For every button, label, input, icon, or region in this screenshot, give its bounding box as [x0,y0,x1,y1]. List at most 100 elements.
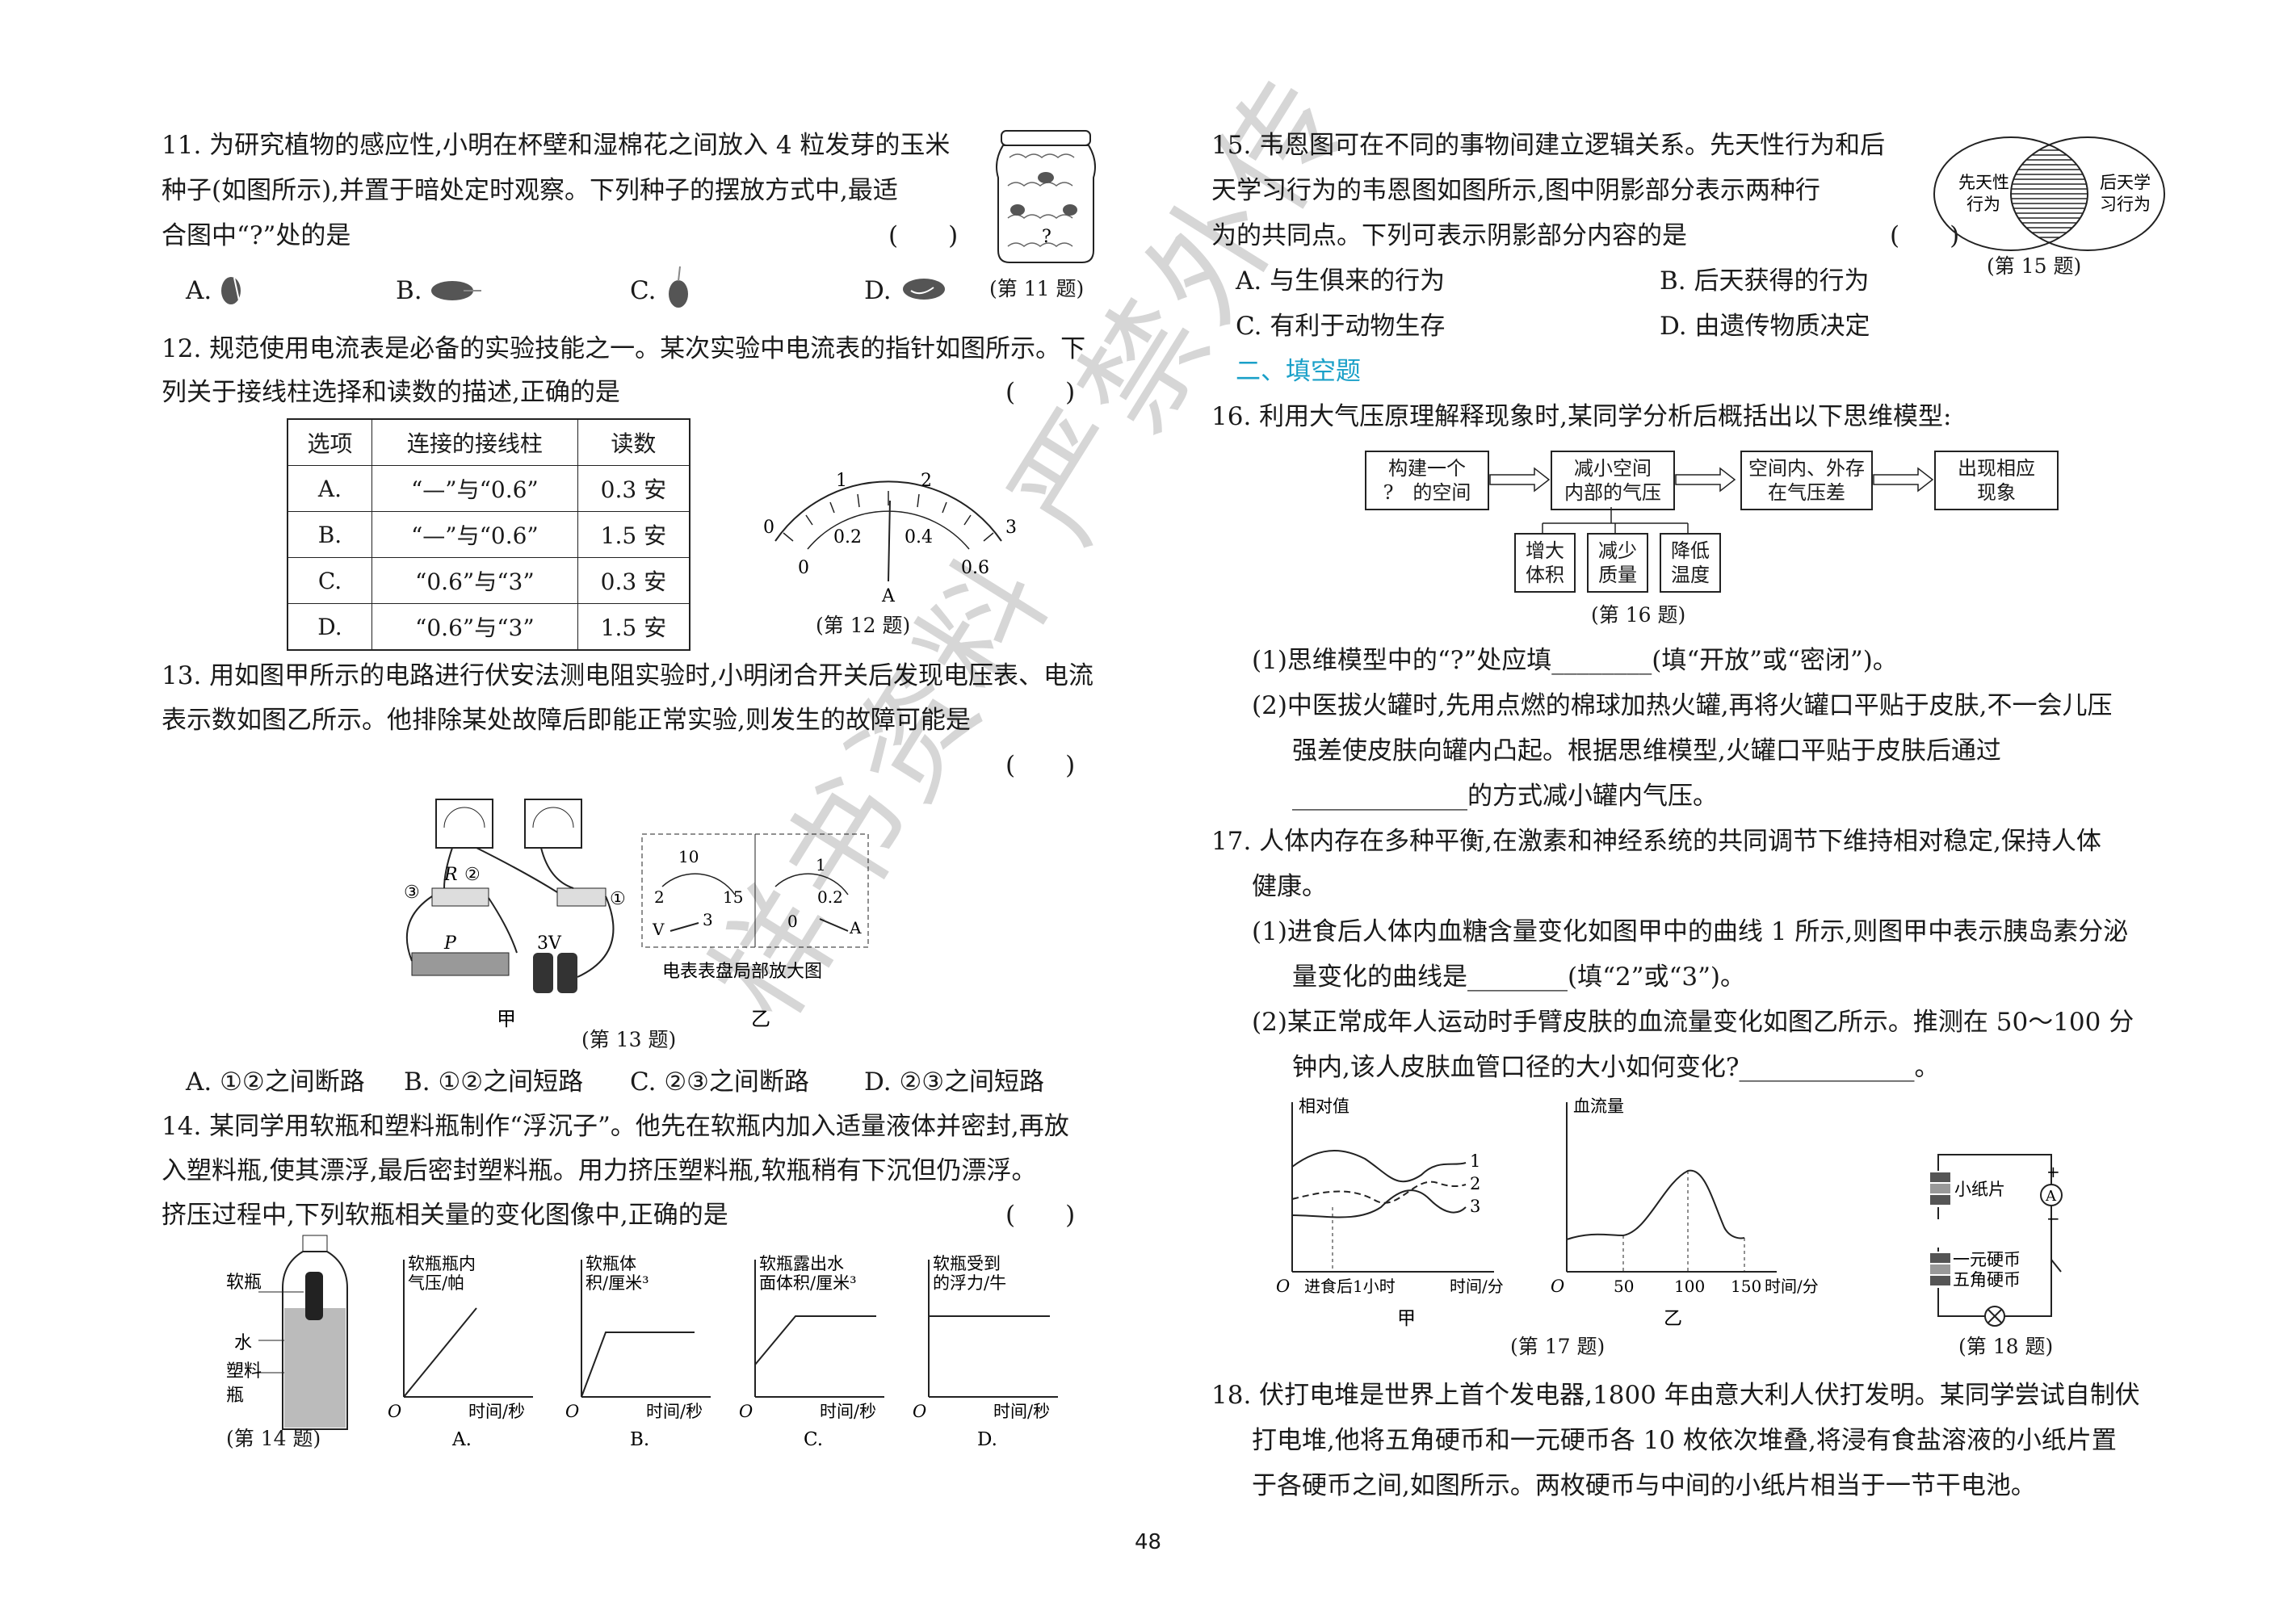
box-text: 减少 [1598,539,1637,562]
table-row: B. “—”与“0.6” 1.5 安 [287,511,690,558]
pile-label: 五角硬币 [1953,1270,2021,1290]
dial-upper-label: 3 [1005,518,1017,538]
graph-tick: 150 [1731,1277,1761,1296]
table-cell: 0.3 安 [577,557,690,604]
table-header: 连接的接线柱 [371,418,578,466]
table-cell: C. [287,557,372,604]
q14-graph-c: 软瓶露出水 面体积/厘米³ O 时间/秒 C. [739,1254,884,1450]
box-text: 增大 [1526,539,1564,562]
label-node-1: ① [610,889,626,909]
v-scale-label: 10 [678,847,699,866]
graph-letter: D. [977,1429,997,1450]
box-text: 现象 [1977,481,2016,504]
table-header: 读数 [577,418,690,466]
table-cell: “0.6”与“3” [371,603,578,651]
graph-ylabel: 软瓶受到 [933,1254,1001,1273]
pile-label: 一元硬币 [1953,1250,2021,1269]
q11-option-a: A. [186,276,212,305]
graph-xlabel: 时间/分 [1450,1277,1504,1296]
graph-origin: O [913,1402,926,1421]
venn-right-label: 习行为 [2100,195,2151,214]
graph-name: 乙 [1664,1308,1682,1329]
box-text: 质量 [1598,564,1637,586]
q17-part-1-line-2: 量变化的曲线是________(填“2”或“3”)。 [1292,962,1746,992]
page-number: 48 [1135,1530,1162,1554]
graph-ylabel: 的浮力/牛 [933,1273,1006,1293]
q13-caption: (第 13 题) [581,1028,677,1051]
q13-line-1: 13. 用如图甲所示的电路进行伏安法测电阻实验时,小明闭合开关后发现电压表、电流 [162,661,1094,690]
bottle-label: 水 [234,1333,252,1353]
q11-question-mark: ? [1042,227,1051,247]
table-header: 选项 [287,418,372,466]
box-text: 内部的气压 [1564,481,1661,504]
q15-option-c: C. 有利于动物生存 [1236,312,1446,341]
q14-graph-a: 软瓶瓶内 气压/帕 O 时间/秒 A. [388,1254,533,1450]
q16-flow-arrows [1489,467,1934,533]
a-unit: A [849,918,862,937]
section-fill-in-title: 二、填空题 [1236,357,1361,386]
dial-lower-label: 0.6 [961,558,989,578]
q15-option-d: D. 由遗传物质决定 [1660,312,1870,341]
q17-part-2-line-2: 钟内,该人皮肤血管口径的大小如何变化?______________。 [1292,1053,1940,1082]
q13-line-2: 表示数如图乙所示。他排除某处故障后即能正常实验,则发生的故障可能是 [162,706,971,735]
label-node-2: ② [464,865,481,885]
dial-lower-label: 0 [798,558,809,578]
label-r: R [443,865,458,885]
q15-caption: (第 15 题) [1987,254,2082,278]
table-cell: 1.5 安 [577,603,690,651]
meter-plus: + [2046,1162,2060,1181]
seed-d-icon [903,279,945,300]
q16-part-1: (1)思维模型中的“?”处应填________(填“开放”或“密闭”)。 [1252,646,1898,675]
q16-part-2-line-2: 强差使皮肤向罐内凸起。根据思维模型,火罐口平贴于皮肤后通过 [1292,736,2001,765]
dial-upper-label: 1 [836,471,847,491]
graph-ylabel: 气压/帕 [408,1273,464,1293]
q14-line-2: 入塑料瓶,使其漂浮,最后密封塑料瓶。用力挤压塑料瓶,软瓶稍有下沉但仍漂浮。 [162,1156,1037,1185]
q18-line-3: 于各硬币之间,如图所示。两枚硬币与中间的小纸片相当于一节干电池。 [1252,1471,2036,1500]
q15-line-2: 天学习行为的韦恩图如图所示,图中阴影部分表示两种行 [1211,176,1820,205]
q18-line-2: 打电堆,他将五角硬币和一元硬币各 10 枚依次堆叠,将浸有食盐溶液的小纸片置 [1252,1426,2117,1455]
bottle-label: 软瓶 [226,1273,262,1293]
v-scale-label: 15 [723,887,743,907]
table-row: A. “—”与“0.6” 0.3 安 [287,465,690,512]
table-row: D. “0.6”与“3” 1.5 安 [287,603,690,651]
box-text: ? 的空间 [1383,481,1471,504]
q16-sub-reduce-mass: 减少 质量 [1587,533,1648,593]
q12-caption: (第 12 题) [816,614,911,637]
seed-b-icon [431,281,481,300]
q15-option-b: B. 后天获得的行为 [1660,266,1870,296]
box-text: 出现相应 [1958,457,2035,480]
q11-line-3: 合图中“?”处的是 [162,221,351,250]
label-enlarge: 电表表盘局部放大图 [662,962,822,982]
graph-letter: C. [804,1429,823,1450]
dial-lower-label: 0.2 [833,527,862,547]
q12-options-table: 选项 连接的接线柱 读数 A. “—”与“0.6” 0.3 安 B. “—”与“… [287,418,690,651]
q16-box-build-space: 构建一个 ? 的空间 [1365,451,1489,510]
label-battery: 3V [537,933,562,954]
graph-origin: O [739,1402,753,1421]
bottle-label: 塑料 [226,1361,262,1382]
seed-c-icon [669,266,688,308]
q17-graph-jia: 相对值 1 2 3 O 进食后1小时 时间/分 甲 [1276,1097,1504,1329]
box-text: 降低 [1671,539,1710,562]
dial-upper-label: 2 [921,471,932,491]
a-scale-label: 0.2 [817,887,843,907]
q17-caption: (第 17 题) [1510,1335,1606,1358]
q16-sub-lower-temperature: 降低 温度 [1660,533,1721,593]
q14-line-1: 14. 某同学用软瓶和塑料瓶制作“浮沉子”。他先在软瓶内加入适量液体并密封,再放 [162,1112,1069,1141]
table-header-row: 选项 连接的接线柱 读数 [287,418,690,466]
graph-ylabel: 面体积/厘米³ [759,1273,857,1293]
q11-answer-bracket: ( ) [888,221,959,250]
curve-label: 1 [1470,1151,1480,1171]
bottle-label: 瓶 [226,1386,244,1406]
a-scale-label: 1 [816,855,826,874]
dial-lower-label: 0.4 [905,527,933,547]
q17-line-1: 17. 人体内存在多种平衡,在激素和神经系统的共同调节下维持相对稳定,保持人体 [1211,827,2101,856]
q17-graph-yi: 血流量 O 50 100 150 时间/分 乙 [1551,1097,1819,1329]
q15-option-a: A. 与生俱来的行为 [1236,266,1446,296]
graph-xlabel: 时间/秒 [820,1402,876,1421]
q11-caption: (第 11 题) [989,277,1085,300]
table-cell: 0.3 安 [577,465,690,512]
box-text: 在气压差 [1768,481,1845,504]
dial-upper-label: 0 [763,518,774,538]
venn-right-label: 后天学 [2100,173,2151,192]
